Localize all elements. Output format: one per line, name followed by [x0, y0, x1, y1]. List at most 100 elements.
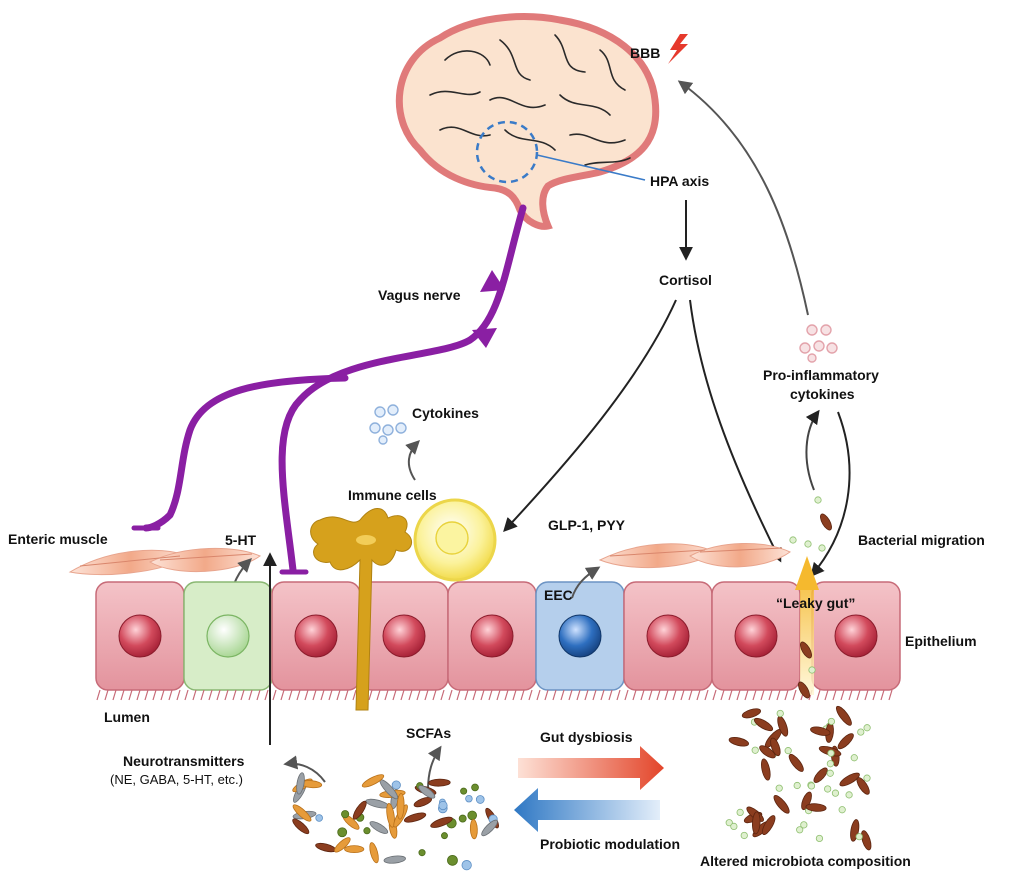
coccus — [740, 831, 748, 840]
coccus — [784, 747, 792, 755]
immune-to-cytokines-arrow — [405, 440, 420, 481]
enteric-muscle-right — [598, 542, 791, 569]
bacterium — [365, 798, 389, 809]
coccus — [807, 782, 816, 790]
bacterium — [430, 816, 453, 828]
bacterium — [805, 803, 827, 812]
cytokines-to-bbb-arrow — [677, 80, 809, 316]
vagus-nerve-label: Vagus nerve — [378, 287, 461, 303]
bacterium — [386, 803, 395, 828]
coccus — [863, 724, 871, 732]
hpa-circle — [475, 120, 539, 184]
epithelial-cell-3 — [271, 581, 361, 691]
cytokines-to-migration-arrow — [810, 411, 851, 578]
eec-to-glp-arrow — [571, 566, 601, 599]
bacterium — [759, 745, 776, 759]
coccus — [315, 814, 323, 822]
bacterium — [396, 793, 405, 820]
eec-label: EEC — [544, 587, 573, 603]
bacterium — [798, 681, 810, 699]
coccus — [826, 769, 834, 777]
bacterium — [369, 842, 379, 864]
coccus — [467, 810, 477, 821]
cytokines-label: Cytokines — [412, 405, 479, 421]
hpa-axis-label: HPA axis — [650, 173, 709, 189]
bacterium — [361, 774, 385, 788]
coccus — [471, 783, 479, 792]
vagus-arrow-up — [480, 270, 505, 292]
bacterium — [773, 794, 790, 814]
pro-inflammatory-label-1: Pro-inflammatory — [763, 367, 879, 383]
coccus — [818, 544, 826, 552]
dendritic-cell — [310, 508, 413, 711]
coccus — [736, 808, 744, 817]
cortisol-label: Cortisol — [659, 272, 712, 288]
bacterium — [296, 772, 305, 795]
microbes-to-neurotransmitters-arrow — [283, 755, 326, 783]
immune-cells-label: Immune cells — [348, 487, 437, 503]
cytokines-particles — [369, 404, 407, 445]
immune-yellow-cell — [413, 498, 497, 582]
bacterium — [753, 717, 774, 732]
healthy-microbiota — [292, 772, 499, 871]
coccus — [824, 785, 832, 793]
altered-microbiota — [725, 705, 872, 851]
bacterium — [801, 791, 812, 811]
coccus — [775, 784, 783, 792]
epithelium-layer — [95, 581, 901, 701]
migrating-bacteria — [789, 496, 832, 699]
bacterium — [856, 777, 870, 795]
pro-inflammatory-label-2: cytokines — [790, 386, 855, 402]
bacterium — [369, 821, 389, 834]
epithelial-cell-7 — [623, 581, 713, 691]
scfas-label: SCFAs — [406, 725, 451, 741]
coccus — [800, 821, 808, 829]
bacterium — [741, 708, 762, 719]
bacterium — [837, 733, 854, 750]
coccus — [789, 536, 797, 544]
neurotransmitters-sub-label: (NE, GABA, 5-HT, etc.) — [110, 772, 243, 787]
bacterium — [752, 811, 761, 835]
cortisol-to-leaky-gut-arrow — [689, 299, 782, 563]
coccus — [776, 709, 784, 718]
coccus — [447, 854, 458, 866]
coccus — [363, 827, 371, 835]
brain-outline — [395, 13, 660, 230]
gut-dysbiosis-arrow — [518, 746, 664, 790]
bacterium — [800, 641, 812, 659]
coccus — [827, 749, 835, 757]
brain-folds — [429, 34, 631, 166]
epithelial-cell-9 — [811, 581, 901, 691]
coccus — [337, 827, 348, 838]
bacterium — [861, 830, 872, 851]
coccus — [460, 787, 468, 795]
bacterium — [383, 855, 406, 864]
coccus — [458, 814, 467, 823]
coccus — [804, 540, 812, 548]
bacterium — [334, 837, 351, 853]
gut-dysbiosis-label: Gut dysbiosis — [540, 729, 633, 745]
bacterium — [810, 726, 831, 736]
bacterial-migration-label: Bacterial migration — [858, 532, 985, 548]
bacterium — [352, 800, 367, 820]
bacterium — [292, 818, 310, 835]
coccus — [441, 832, 448, 840]
coccus — [863, 774, 871, 782]
probiotic-modulation-arrow — [514, 788, 660, 832]
bacterium — [428, 778, 451, 787]
coccus — [815, 834, 824, 843]
coccus — [475, 795, 485, 804]
leaky-gut-label: “Leaky gut” — [776, 595, 855, 611]
coccus — [751, 746, 759, 754]
bacterium — [788, 753, 804, 772]
eec-cell — [535, 581, 625, 691]
coccus — [793, 781, 801, 790]
bacterium — [292, 804, 312, 822]
coccus — [855, 833, 863, 841]
coccus — [465, 794, 473, 803]
coccus — [826, 760, 834, 768]
coccus — [730, 822, 738, 830]
lightning-icon — [668, 34, 688, 64]
bacterium — [813, 767, 828, 783]
coccus — [857, 728, 865, 736]
